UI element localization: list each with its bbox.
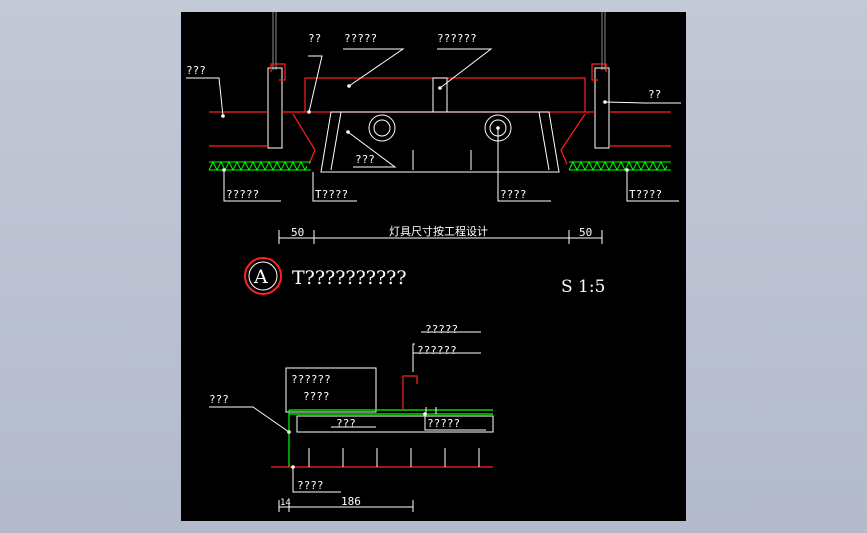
reflector-left [330,111,342,171]
leader-dot [307,110,311,114]
leader-bottom [292,467,341,493]
wall-box [285,367,377,413]
board-hatch-left [208,160,308,172]
label-top-b: ?????? [417,344,457,357]
label-bottom-mid-a: T???? [315,188,348,201]
leader-left [209,406,290,433]
reflector-right [538,111,550,171]
runner-box [296,415,494,433]
label-bottom-left: ????? [226,188,259,201]
detail-callout: A [244,257,282,295]
label-center: ??? [355,153,375,166]
dim-left: 50 [291,226,304,239]
leader-dot [346,130,350,134]
label-top-mid-c: ?????? [437,32,477,45]
leader-dot [438,86,442,90]
label-top-left: ??? [186,64,206,77]
hanger-clip-left [267,67,283,149]
lamp-housing-top [304,77,586,113]
leader-dot [625,168,629,172]
label-top-mid-a: ?? [308,32,321,45]
label-mid-b: ????? [427,417,460,430]
lamp-body [320,111,560,173]
dim-middle: 灯具尺寸按工程设计 [389,224,488,238]
leader-dot [347,84,351,88]
dimension-line-top [278,230,603,244]
label-right-side: ?? [648,88,661,101]
board-hatch-right [568,160,668,172]
label-box-b: ???? [303,390,330,403]
label-box-a: ?????? [291,373,331,386]
hook-detail [402,375,418,410]
ceiling-section: ??? ?? ????? ?????? ?? ??? ????? T???? ?… [186,12,681,202]
detail-drawing: ??? ?? ????? ?????? ?? ??? ????? T???? ?… [186,12,681,512]
leader-top-mid-b [343,48,405,87]
dim-a: 14 [280,498,291,508]
ballast-box [432,77,448,113]
tube-left-inner [373,119,391,137]
leader-top-mid-c [437,48,493,89]
leader-bottom-right [626,170,679,202]
tube-left-outer [368,114,396,142]
label-bottom-mid-b: ???? [500,188,527,201]
label-bottom-right: T???? [629,188,662,201]
clip-hook-right [591,63,607,81]
hanger-clip-right [594,67,610,149]
leader-dot [222,168,226,172]
label-bottom: ???? [297,479,324,492]
leader-dot [496,126,500,130]
leader-dot [603,100,607,104]
callout-ring [244,257,282,295]
cad-viewport[interactable]: ??? ?? ????? ?????? ?? ??? ????? T???? ?… [181,12,686,521]
leader-top-left [186,77,224,117]
dim-right: 50 [579,226,592,239]
leader-center [347,131,397,168]
leader-top-b-stem [412,343,415,372]
leader-dot [221,114,225,118]
leader-mid-b [424,414,486,431]
dim-b: 186 [341,495,361,508]
t-bar-left [292,113,316,165]
leader-bottom-mid-a [312,172,357,202]
label-mid-a: ??? [336,417,356,430]
scale-label: S 1:5 [561,277,605,297]
t-bar-right [560,113,586,165]
callout-ring-inner [248,261,278,291]
clip-hook-left [270,63,286,81]
label-left: ??? [209,393,229,406]
leader-bottom-left [223,170,281,202]
edge-section: ????? ?????? ?????? ???? ??? ??? ????? ?… [209,323,494,512]
leader-right [604,101,681,104]
callout-letter: A [253,266,268,288]
detail-title: T?????????? [292,267,407,289]
label-top-mid-b: ????? [344,32,377,45]
label-top-a: ????? [425,323,458,336]
leader-bottom-mid-b [497,128,551,202]
leader-top-mid-a [308,55,323,113]
